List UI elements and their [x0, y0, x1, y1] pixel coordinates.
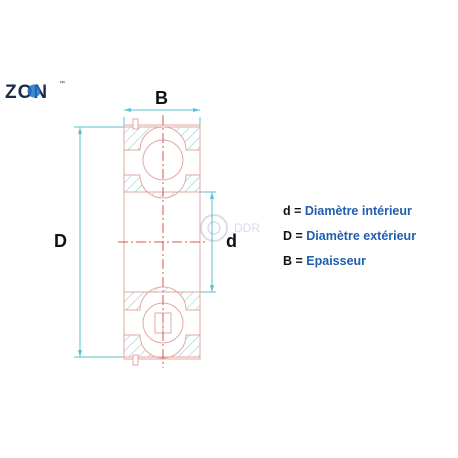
- bottom-pin: [132, 354, 139, 366]
- logo-globe-icon: [27, 84, 41, 98]
- logo-trademark: ™: [59, 80, 65, 87]
- label-b: B: [155, 88, 168, 108]
- watermark: DDR: [200, 214, 260, 242]
- legend-row-outer-diameter: D = Diamètre extérieur: [283, 229, 417, 243]
- logo-text: ZON: [5, 82, 48, 103]
- bottom-outer-ring: [123, 334, 201, 359]
- top-pin: [132, 118, 139, 130]
- label-outer-diameter: D: [54, 231, 67, 251]
- legend-row-thickness: B = Epaisseur: [283, 254, 416, 268]
- dimension-inner-diameter: [200, 191, 216, 293]
- legend-text: Epaisseur: [306, 254, 367, 268]
- legend-symbol: B =: [283, 254, 307, 268]
- legend: d = Diamètre intérieur D = Diamètre exté…: [283, 205, 416, 280]
- watermark-text: DDR: [234, 221, 260, 235]
- zon-logo: ZON ™: [5, 80, 65, 103]
- bearing-cross-section: [118, 115, 208, 368]
- legend-symbol: D =: [283, 229, 307, 243]
- legend-text: Diamètre extérieur: [306, 229, 417, 243]
- dimension-b: [123, 108, 201, 125]
- dimension-outer-diameter: [74, 126, 124, 358]
- bottom-inner-ring: [123, 286, 201, 311]
- legend-text: Diamètre intérieur: [304, 204, 412, 218]
- top-inner-ring: [123, 174, 201, 199]
- legend-row-inner-diameter: d = Diamètre intérieur: [283, 204, 416, 218]
- legend-symbol: d =: [283, 204, 305, 218]
- watermark-bearing-icon: [200, 214, 228, 242]
- top-outer-ring: [123, 126, 201, 151]
- label-inner-diameter: d: [226, 231, 237, 251]
